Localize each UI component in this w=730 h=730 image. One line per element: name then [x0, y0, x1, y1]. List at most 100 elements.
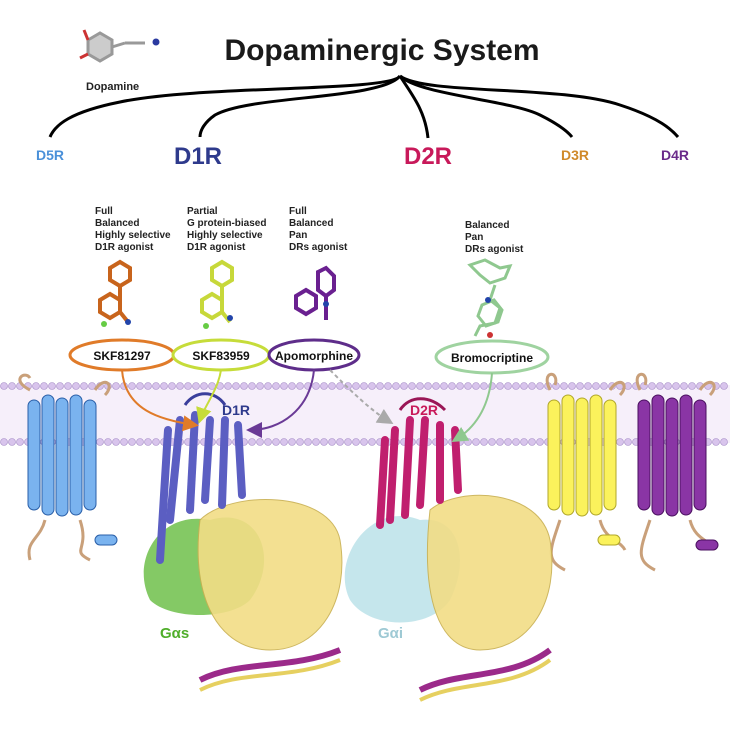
svg-text:SKF83959: SKF83959: [192, 349, 250, 363]
lipid-head: [496, 438, 504, 446]
lipid-head: [312, 382, 320, 390]
lipid-head: [368, 382, 376, 390]
lipid-head: [504, 438, 512, 446]
lipid-head: [304, 438, 312, 446]
gas-label: Gαs: [160, 625, 189, 642]
lipid-head: [512, 438, 520, 446]
lipid-head: [672, 382, 680, 390]
svg-text:Full: Full: [289, 206, 307, 217]
lipid-head: [680, 382, 688, 390]
lipid-head: [144, 382, 152, 390]
lipid-head: [176, 382, 184, 390]
lipid-head: [496, 382, 504, 390]
svg-text:Pan: Pan: [289, 230, 307, 241]
lipid-head: [400, 382, 408, 390]
ligand-button-skf83959[interactable]: SKF83959: [171, 338, 271, 372]
svg-text:Balanced: Balanced: [95, 218, 139, 229]
lipid-head: [352, 438, 360, 446]
lipid-head: [120, 438, 128, 446]
svg-text:Partial: Partial: [187, 206, 218, 217]
lipid-head: [288, 382, 296, 390]
lipid-head: [0, 438, 8, 446]
lipid-head: [464, 382, 472, 390]
lipid-head: [360, 438, 368, 446]
lipid-head: [8, 438, 16, 446]
lipid-head: [720, 438, 728, 446]
lipid-head: [528, 382, 536, 390]
lipid-head: [408, 382, 416, 390]
lipid-head: [512, 382, 520, 390]
lipid-head: [648, 382, 656, 390]
ligand-button-bromocriptine[interactable]: Bromocriptine: [434, 339, 550, 375]
lipid-head: [328, 438, 336, 446]
lipid-head: [136, 382, 144, 390]
lipid-head: [72, 382, 80, 390]
lipid-head: [272, 382, 280, 390]
skf83959-molecule-icon: [200, 259, 234, 329]
lipid-head: [480, 382, 488, 390]
svg-text:D1R agonist: D1R agonist: [187, 242, 246, 253]
lipid-head: [80, 382, 88, 390]
svg-text:DRs agonist: DRs agonist: [289, 242, 348, 253]
ligand-description-bromocriptine: Balanced Pan DRs agonist: [465, 220, 524, 255]
receptor-tree-lines: [48, 74, 680, 139]
lipid-head: [472, 382, 480, 390]
d2r-structure-label: D2R: [410, 402, 438, 418]
svg-text:Highly selective: Highly selective: [187, 230, 263, 241]
lipid-head: [104, 438, 112, 446]
lipid-head: [248, 438, 256, 446]
lipid-head: [0, 382, 8, 390]
ligand-button-skf81297[interactable]: SKF81297: [68, 338, 176, 372]
lipid-head: [344, 438, 352, 446]
lipid-head: [16, 438, 24, 446]
d2r-gi-complex-structure: [344, 397, 553, 702]
lipid-head: [392, 382, 400, 390]
lipid-head: [288, 438, 296, 446]
svg-text:Apomorphine: Apomorphine: [275, 349, 353, 363]
svg-text:Balanced: Balanced: [465, 220, 509, 231]
d5r-label: D5R: [36, 147, 64, 163]
lipid-head: [224, 382, 232, 390]
ligand-button-apomorphine[interactable]: Apomorphine: [267, 338, 361, 372]
page-title: Dopaminergic System: [224, 34, 539, 67]
lipid-head: [376, 382, 384, 390]
svg-text:Bromocriptine: Bromocriptine: [451, 351, 533, 365]
lipid-head: [456, 382, 464, 390]
lipid-head: [264, 438, 272, 446]
lipid-head: [144, 438, 152, 446]
lipid-head: [248, 382, 256, 390]
lipid-head: [488, 438, 496, 446]
lipid-head: [448, 382, 456, 390]
lipid-head: [40, 382, 48, 390]
lipid-head: [264, 382, 272, 390]
lipid-head: [440, 382, 448, 390]
svg-text:DRs agonist: DRs agonist: [465, 244, 524, 255]
lipid-head: [296, 438, 304, 446]
lipid-head: [256, 438, 264, 446]
d3r-label: D3R: [561, 147, 589, 163]
lipid-head: [368, 438, 376, 446]
lipid-head: [312, 438, 320, 446]
lipid-head: [200, 382, 208, 390]
lipid-head: [192, 382, 200, 390]
lipid-head: [112, 382, 120, 390]
svg-text:G protein-biased: G protein-biased: [187, 218, 266, 229]
lipid-head: [280, 382, 288, 390]
lipid-head: [432, 382, 440, 390]
lipid-head: [520, 438, 528, 446]
arrow-apomorphine-to-d2r: [329, 369, 394, 425]
bromocriptine-molecule-icon: [467, 258, 513, 338]
lipid-head: [568, 382, 576, 390]
lipid-head: [688, 382, 696, 390]
lipid-head: [480, 438, 488, 446]
lipid-head: [152, 438, 160, 446]
lipid-head: [592, 382, 600, 390]
lipid-head: [344, 382, 352, 390]
lipid-head: [8, 382, 16, 390]
ligand-description-skf83959: Partial G protein-biased Highly selectiv…: [187, 206, 266, 253]
lipid-head: [128, 382, 136, 390]
lipid-head: [280, 438, 288, 446]
lipid-head: [88, 382, 96, 390]
lipid-head: [96, 438, 104, 446]
